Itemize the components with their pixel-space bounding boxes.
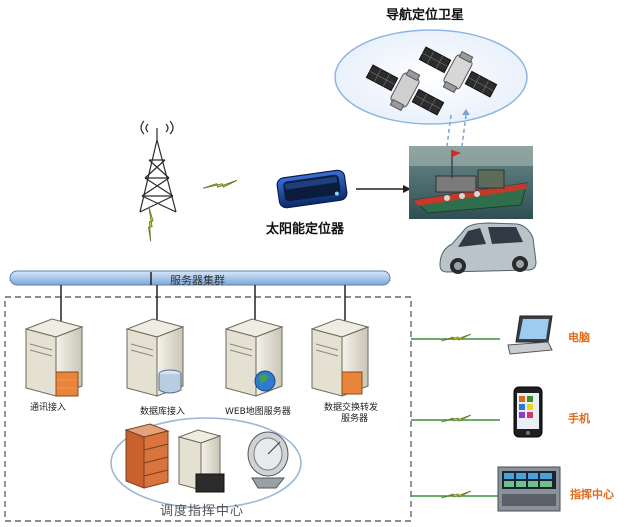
server-label-database: 数据库接入 bbox=[140, 407, 186, 417]
radio-tower-icon bbox=[139, 120, 177, 213]
client-label-command-center: 指挥中心 bbox=[570, 488, 614, 501]
client-label-computer: 电脑 bbox=[568, 331, 590, 344]
client-link-center bbox=[411, 490, 500, 499]
satellite-dish-icon bbox=[247, 431, 289, 489]
fishing-boat-photo bbox=[409, 146, 533, 219]
client-link-laptop bbox=[411, 333, 500, 342]
phone-icon bbox=[513, 386, 543, 438]
car-icon bbox=[439, 222, 537, 274]
server-icon-exchange bbox=[310, 318, 370, 397]
server-label-comm: 通讯接入 bbox=[30, 403, 67, 413]
solar-locator-device bbox=[276, 169, 348, 209]
server-icon-comm bbox=[24, 318, 84, 397]
client-link-phone bbox=[411, 414, 500, 423]
wireless-link-icon bbox=[203, 179, 237, 189]
server-bus bbox=[9, 270, 391, 286]
firewall-icon bbox=[124, 423, 170, 489]
server-label-exchange: 数据交换转发 bbox=[324, 403, 379, 413]
client-label-phone: 手机 bbox=[568, 412, 590, 425]
satellite-icon-1 bbox=[365, 64, 445, 116]
command-center-ellipse bbox=[110, 417, 302, 509]
wireless-link-icon-vertical bbox=[142, 206, 157, 242]
server-icon-database bbox=[125, 318, 185, 397]
server-label-exchange-line2: 服务器 bbox=[341, 414, 369, 424]
satellite-icon-2 bbox=[418, 46, 498, 98]
command-center-label: 调度指挥中心 bbox=[160, 504, 245, 519]
satellite-group-label: 导航定位卫星 bbox=[386, 8, 465, 23]
bus-connectors bbox=[60, 272, 346, 322]
control-room-icon bbox=[497, 466, 561, 512]
laptop-icon bbox=[507, 315, 553, 355]
command-server-icon bbox=[177, 429, 225, 493]
bus-label: 服务器集群 bbox=[170, 274, 225, 287]
server-icon-web-map bbox=[224, 318, 284, 397]
satellite-signal-arrows bbox=[446, 114, 467, 147]
server-label-web-map: WEB地图服务器 bbox=[225, 407, 291, 417]
satellite-ellipse bbox=[334, 29, 528, 125]
server-cluster-box bbox=[4, 296, 412, 522]
locator-label: 太阳能定位器 bbox=[266, 222, 345, 237]
